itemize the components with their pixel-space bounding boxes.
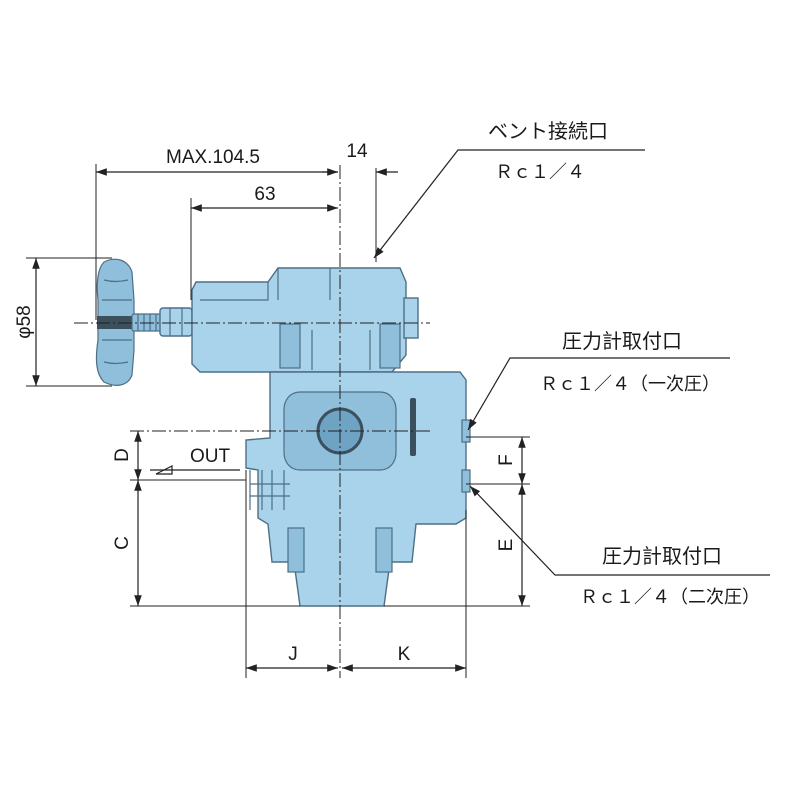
valve-body xyxy=(95,258,471,607)
leader-gauge-primary xyxy=(467,357,730,431)
out-arrow-icon xyxy=(155,465,173,475)
dim-j-label: J xyxy=(288,644,298,665)
cover-bolt-left xyxy=(279,323,301,369)
dim-63-label: 63 xyxy=(254,184,275,205)
dim-k-label: K xyxy=(398,644,411,665)
gauge-port-primary-icon xyxy=(461,419,471,443)
gauge-primary-spec: Ｒｃ１／４（一次圧） xyxy=(540,374,720,395)
dim-14-label: 14 xyxy=(346,141,368,162)
leader-vent xyxy=(373,149,645,259)
dim-dia-label: φ58 xyxy=(14,305,35,338)
vent-boss xyxy=(403,297,419,339)
lower-bolt-left xyxy=(287,527,305,573)
dim-d-label: D xyxy=(112,448,133,462)
side-slot xyxy=(410,398,416,456)
cover-bolt-right xyxy=(379,323,401,369)
gauge-primary-title: 圧力計取付口 xyxy=(562,329,682,353)
lower-bolt-right xyxy=(375,527,393,573)
dim-f-label: F xyxy=(496,454,517,466)
spring-housing xyxy=(191,267,407,373)
dimension-lines xyxy=(32,168,526,672)
dim-e-label: E xyxy=(496,539,517,552)
vent-spec: Ｒｃ１／４ xyxy=(495,162,585,183)
labels: MAX.104.5 14 63 φ58 D C F E J K OUT ベント接… xyxy=(14,119,760,665)
adjusting-stem xyxy=(131,307,193,337)
gauge-secondary-spec: Ｒｃ１／４（二次圧） xyxy=(580,587,760,608)
reference-lines xyxy=(26,164,530,678)
handwheel xyxy=(95,258,137,386)
gauge-secondary-title: 圧力計取付口 xyxy=(602,544,722,568)
gauge-port-secondary-icon xyxy=(461,469,471,493)
leader-lines xyxy=(373,149,770,576)
vent-title: ベント接続口 xyxy=(488,119,608,143)
dim-max-label: MAX.104.5 xyxy=(166,147,260,168)
leader-gauge-secondary xyxy=(469,485,770,576)
dim-c-label: C xyxy=(112,536,133,550)
out-label: OUT xyxy=(190,446,231,467)
